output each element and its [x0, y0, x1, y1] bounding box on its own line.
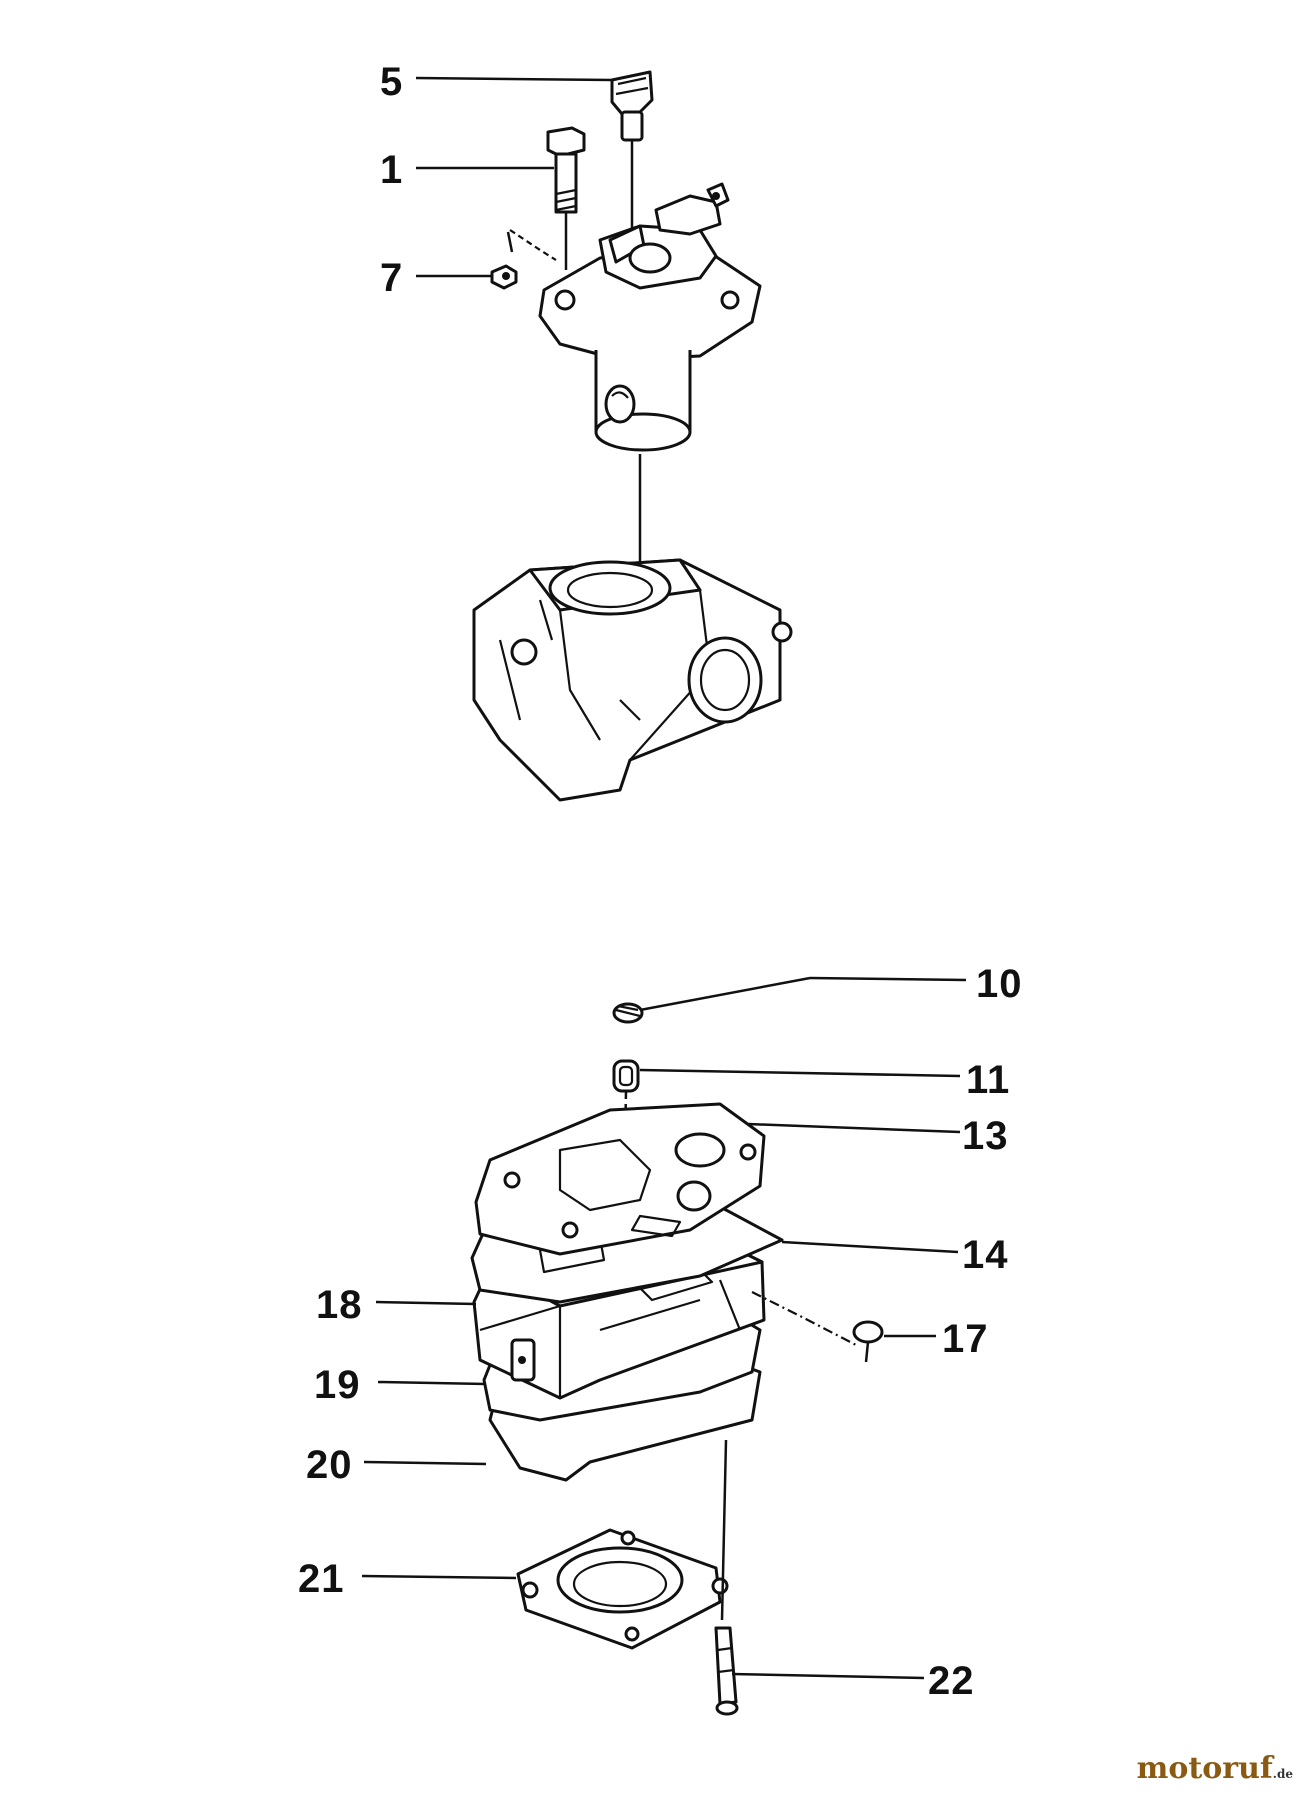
callout-18: 18: [316, 1283, 363, 1327]
part-5-screw: [610, 70, 654, 230]
callout-21: 21: [298, 1557, 345, 1601]
part-1-bolt: [546, 126, 586, 270]
watermark-tld: .de: [1272, 1767, 1293, 1781]
watermark-name: motoruf: [1136, 1751, 1273, 1786]
callout-11: 11: [966, 1058, 1010, 1102]
carburetor-body: [538, 182, 762, 580]
callout-17: 17: [942, 1317, 989, 1361]
part-21-gasket: [516, 1528, 729, 1650]
part-11-seal: [612, 1059, 640, 1201]
part-17-screw: [751, 1291, 884, 1363]
callout-13: 13: [962, 1114, 1009, 1158]
callouts: 5 1 7 10 11 13 14 18 17 19 20 21 22: [298, 60, 1023, 1703]
upper-assembly: [472, 70, 793, 802]
callout-7: 7: [380, 256, 403, 300]
part-13-plate: [474, 1102, 766, 1256]
part-10-plug: [612, 1002, 644, 1024]
lower-assembly: [470, 1002, 884, 1716]
float-chamber-housing: [472, 558, 793, 802]
callout-14: 14: [962, 1233, 1009, 1277]
callout-1: 1: [380, 148, 403, 192]
watermark-logo: motoruf.de: [1137, 1751, 1293, 1786]
callout-10: 10: [976, 962, 1023, 1006]
part-7-nut: [490, 229, 557, 290]
callout-19: 19: [314, 1363, 361, 1407]
callout-5: 5: [380, 60, 403, 104]
callout-20: 20: [306, 1443, 353, 1487]
callout-22: 22: [928, 1659, 975, 1703]
part-22-screw: [714, 1439, 739, 1716]
